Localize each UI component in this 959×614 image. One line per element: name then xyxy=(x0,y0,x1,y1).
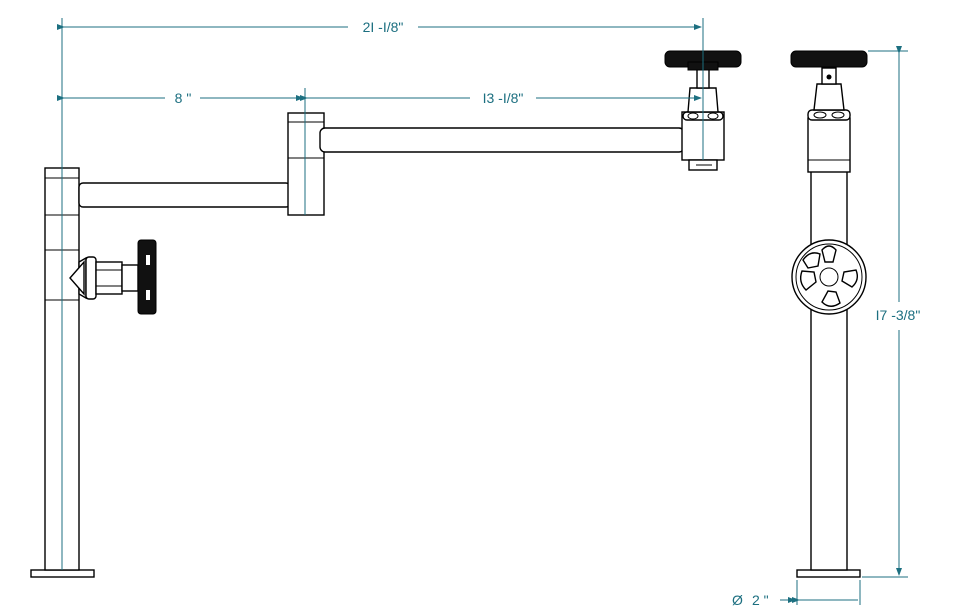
diameter-symbol-icon: Ø xyxy=(732,592,743,608)
dimension-height: I7 -3/8" xyxy=(862,46,921,578)
side-view xyxy=(30,50,742,578)
side-base-plate xyxy=(30,569,95,578)
dimension-diameter: Ø 2 " xyxy=(732,580,861,608)
first-swing-arm xyxy=(78,182,291,208)
dimension-first-arm: 8 " xyxy=(57,88,306,215)
front-top-handle xyxy=(790,50,868,68)
dimension-label-diameter: 2 " xyxy=(752,592,769,608)
front-riser-pipe xyxy=(810,167,848,571)
front-view xyxy=(790,50,868,578)
elbow-joint xyxy=(287,112,325,216)
front-handle-wheel xyxy=(791,239,867,315)
front-base-plate xyxy=(796,569,861,578)
dimension-label-first-arm: 8 " xyxy=(175,90,192,106)
dimension-overall-reach: 2I -I/8" xyxy=(57,18,704,570)
dimension-label-second-arm: I3 -I/8" xyxy=(483,90,524,106)
dimension-second-arm: I3 -I/8" xyxy=(300,90,702,106)
dimension-label-height: I7 -3/8" xyxy=(876,307,921,323)
side-valve-body xyxy=(69,256,139,300)
front-valve-body xyxy=(807,117,851,173)
dimension-label-overall-reach: 2I -I/8" xyxy=(363,19,404,35)
second-swing-arm xyxy=(319,127,685,153)
side-handle-wheel xyxy=(137,239,157,315)
